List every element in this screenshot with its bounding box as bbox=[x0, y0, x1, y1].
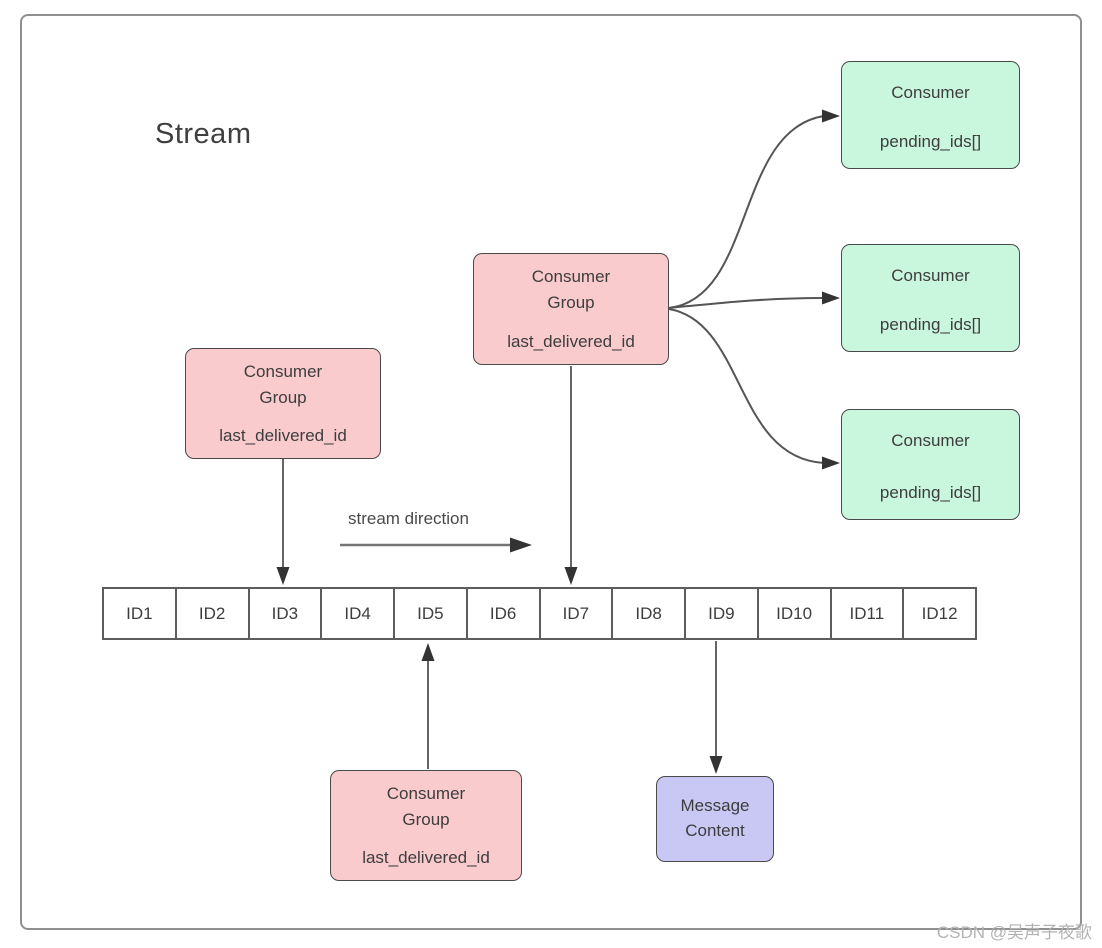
stream-cell: ID5 bbox=[395, 589, 468, 638]
consumer-group-left-title: Consumer Group bbox=[243, 362, 323, 407]
stream-cell: ID7 bbox=[541, 589, 614, 638]
consumer-2-title: Consumer bbox=[891, 266, 970, 285]
stream-cell: ID10 bbox=[759, 589, 832, 638]
stream-cell: ID2 bbox=[177, 589, 250, 638]
diagram-title: Stream bbox=[155, 118, 252, 150]
consumer-1-field: pending_ids[] bbox=[879, 131, 982, 151]
stream-cell: ID12 bbox=[921, 603, 958, 623]
message-content-box: Message Content bbox=[656, 776, 774, 862]
stream-cell: ID9 bbox=[686, 589, 759, 638]
consumer-3-title: Consumer bbox=[891, 431, 970, 450]
consumer-box-2: Consumer pending_ids[] bbox=[841, 244, 1020, 352]
consumer-group-middle-title: Consumer Group bbox=[531, 267, 611, 312]
stream-cell: ID3 bbox=[250, 589, 323, 638]
consumer-group-bottom-field: last_delivered_id bbox=[362, 847, 490, 867]
stream-cell: ID8 bbox=[613, 589, 686, 638]
consumer-1-title: Consumer bbox=[891, 83, 970, 102]
stream-cell: ID1 bbox=[104, 589, 177, 638]
stream-direction-label: stream direction bbox=[348, 509, 469, 528]
consumer-group-left-box: Consumer Group last_delivered_id bbox=[185, 348, 381, 459]
consumer-3-field: pending_ids[] bbox=[879, 482, 982, 502]
consumer-group-middle-field: last_delivered_id bbox=[507, 331, 635, 351]
consumer-2-field: pending_ids[] bbox=[879, 314, 982, 334]
message-content-label: Message Content bbox=[680, 796, 750, 840]
stream-cell: ID11 bbox=[832, 589, 905, 638]
consumer-box-3: Consumer pending_ids[] bbox=[841, 409, 1020, 520]
consumer-group-bottom-box: Consumer Group last_delivered_id bbox=[330, 770, 522, 881]
consumer-group-middle-box: Consumer Group last_delivered_id bbox=[473, 253, 669, 365]
stream-cell: ID6 bbox=[468, 589, 541, 638]
consumer-group-bottom-title: Consumer Group bbox=[386, 784, 466, 829]
stream-cell: ID4 bbox=[322, 589, 395, 638]
consumer-group-left-field: last_delivered_id bbox=[219, 425, 347, 445]
stream-row: ID1 ID2 ID3 ID4 ID5 ID6 ID7 ID8 ID9 ID10… bbox=[102, 587, 977, 640]
watermark: CSDN @吴声子夜歌 bbox=[936, 923, 1092, 942]
consumer-box-1: Consumer pending_ids[] bbox=[841, 61, 1020, 169]
diagram-frame bbox=[20, 14, 1082, 930]
